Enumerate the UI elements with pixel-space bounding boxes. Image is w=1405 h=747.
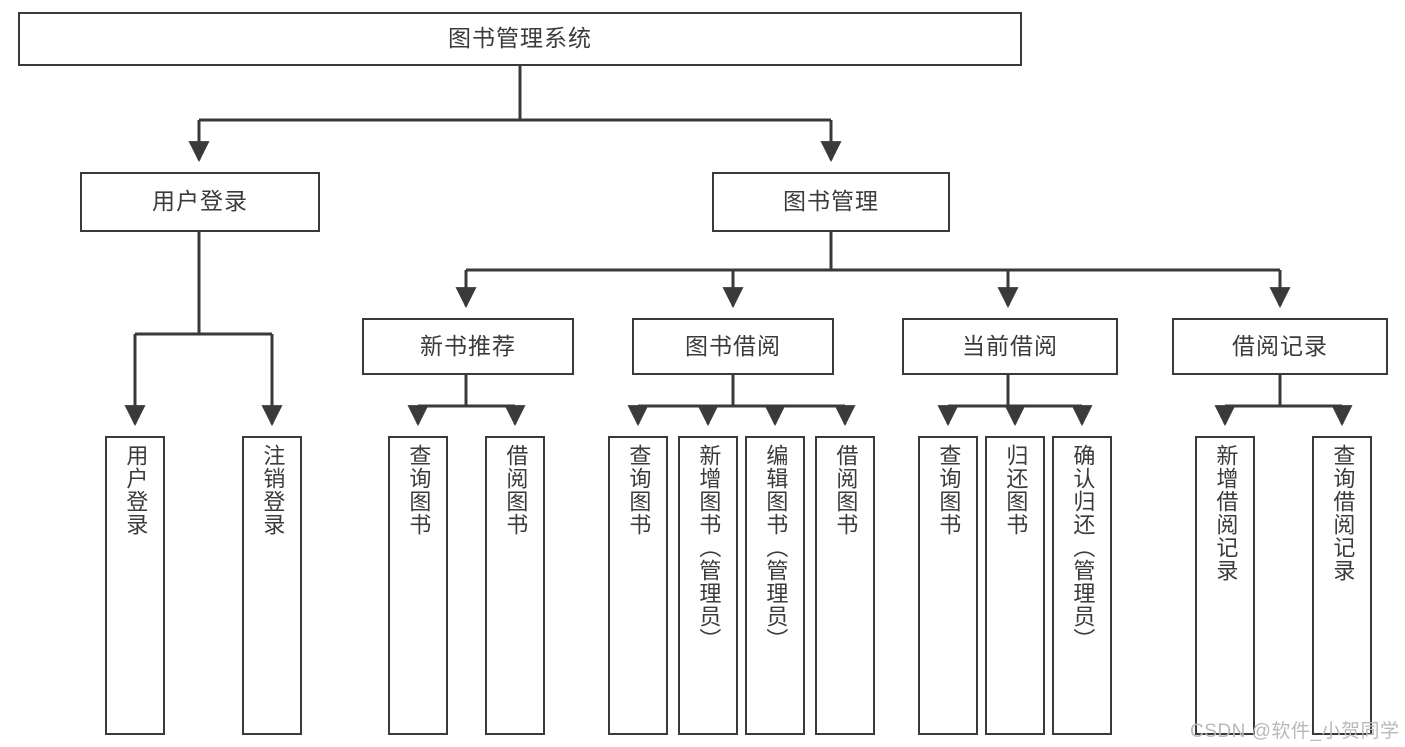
leaf-node-label: 查询图书 xyxy=(406,444,432,536)
node-current-borrow[interactable]: 当前借阅 xyxy=(902,318,1118,375)
node-book-borrow-label: 图书借阅 xyxy=(685,332,781,359)
leaf-node-label: 查询图书 xyxy=(626,444,652,536)
leaf-node[interactable]: 归还图书 xyxy=(985,436,1045,735)
node-root[interactable]: 图书管理系统 xyxy=(18,12,1022,66)
leaf-node[interactable]: 编辑图书（管理员） xyxy=(745,436,805,735)
leaf-node-label: 归还图书 xyxy=(1003,444,1029,536)
leaf-node[interactable]: 确认归还（管理员） xyxy=(1052,436,1112,735)
node-root-label: 图书管理系统 xyxy=(448,25,592,52)
node-book-management-label: 图书管理 xyxy=(783,188,879,215)
node-new-book-recommend-label: 新书推荐 xyxy=(420,332,516,359)
leaf-node[interactable]: 用户登录 xyxy=(105,436,165,735)
leaf-node-label: 确认归还（管理员） xyxy=(1070,444,1096,651)
csdn-watermark: CSDN @软件_小贺同学 xyxy=(1190,721,1400,742)
leaf-node[interactable]: 借阅图书 xyxy=(815,436,875,735)
leaf-node[interactable]: 借阅图书 xyxy=(485,436,545,735)
leaf-node-label: 编辑图书（管理员） xyxy=(763,444,789,651)
leaf-node[interactable]: 注销登录 xyxy=(242,436,302,735)
node-new-book-recommend[interactable]: 新书推荐 xyxy=(362,318,574,375)
leaf-node-label: 用户登录 xyxy=(123,444,149,536)
leaf-node-label: 新增借阅记录 xyxy=(1213,444,1239,582)
leaf-node-label: 查询借阅记录 xyxy=(1330,444,1356,582)
leaf-node[interactable]: 查询借阅记录 xyxy=(1312,436,1372,735)
node-borrow-record-label: 借阅记录 xyxy=(1232,332,1328,359)
leaf-node[interactable]: 新增图书（管理员） xyxy=(678,436,738,735)
leaf-node-label: 借阅图书 xyxy=(503,444,529,536)
node-current-borrow-label: 当前借阅 xyxy=(962,332,1058,359)
node-borrow-record[interactable]: 借阅记录 xyxy=(1172,318,1388,375)
node-user-login-label: 用户登录 xyxy=(152,188,248,215)
node-user-login[interactable]: 用户登录 xyxy=(80,172,320,232)
leaf-node-label: 新增图书（管理员） xyxy=(696,444,722,651)
leaf-node-label: 借阅图书 xyxy=(833,444,859,536)
node-book-borrow[interactable]: 图书借阅 xyxy=(632,318,834,375)
leaf-node[interactable]: 查询图书 xyxy=(388,436,448,735)
leaf-node[interactable]: 查询图书 xyxy=(918,436,978,735)
leaf-node[interactable]: 新增借阅记录 xyxy=(1195,436,1255,735)
leaf-node[interactable]: 查询图书 xyxy=(608,436,668,735)
node-book-management[interactable]: 图书管理 xyxy=(712,172,950,232)
leaf-node-label: 注销登录 xyxy=(260,444,286,536)
leaf-node-label: 查询图书 xyxy=(936,444,962,536)
